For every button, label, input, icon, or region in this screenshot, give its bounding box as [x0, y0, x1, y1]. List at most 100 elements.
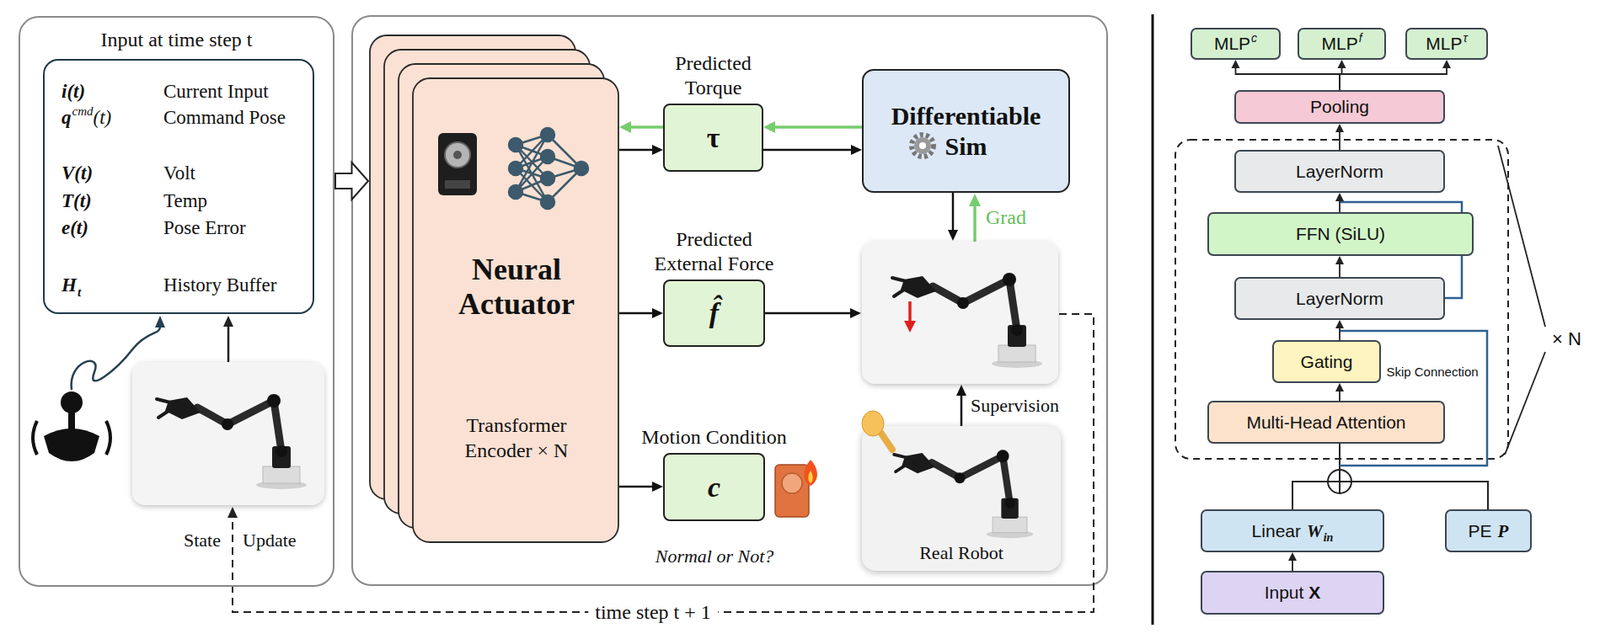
- hot-servo-icon-part: [808, 470, 813, 484]
- hot-servo-icon: [775, 460, 818, 518]
- robot-photo-sim-part: [908, 301, 912, 323]
- heading-holder: Motion Condition: [617, 425, 812, 450]
- math-symbol: q: [61, 107, 72, 129]
- positional-encoding-box: PEP: [1444, 509, 1532, 553]
- subtitle-holder: Transformer Encoder × N: [412, 412, 621, 464]
- servo-icon-part: [444, 142, 471, 168]
- middle-panel: [352, 16, 1108, 586]
- gradient-label: Grad: [985, 206, 1027, 229]
- signal-description: Volt: [163, 162, 196, 184]
- differentiable-sim-box: Differentiable Sim: [861, 69, 1071, 193]
- add-symbol: [1327, 470, 1352, 494]
- heading-holder: Predicted External Force: [647, 227, 782, 277]
- torque-box: Predicted Torqueτ: [663, 103, 764, 172]
- servo-icon-part: [444, 180, 471, 189]
- box-label: Differentiable Sim: [877, 101, 1056, 162]
- arrowhead: [1335, 383, 1344, 392]
- box-label: MLP: [1321, 32, 1358, 54]
- label-holder: × N: [1551, 328, 1582, 351]
- math-symbol: e(t): [61, 217, 89, 239]
- text-holder: c: [707, 470, 721, 505]
- label-holder: Grad: [985, 205, 1027, 231]
- supervision-label: Supervision: [970, 395, 1060, 417]
- label-holder: Supervision: [970, 395, 1060, 418]
- supervision-arrow-part: [956, 385, 967, 396]
- text-holder: MLPf: [1321, 32, 1362, 54]
- connector: [1335, 123, 1344, 150]
- connector-line: [1291, 559, 1294, 572]
- symbol-text: c: [707, 470, 721, 505]
- robot-photo-left-part: [132, 362, 325, 506]
- neural-net-icon: [508, 128, 589, 209]
- repeat-label: × N: [1551, 328, 1582, 350]
- box-label: f: [1359, 31, 1363, 46]
- grad-arrow: [968, 193, 981, 242]
- connector-line: [1338, 130, 1341, 150]
- joystick-icon: [32, 391, 111, 462]
- text-holder: MLPτ: [1425, 32, 1467, 54]
- robot-photo-left-part: [156, 394, 307, 490]
- mlp-head-box: MLPc: [1190, 27, 1281, 60]
- math-symbol: i(t): [61, 80, 86, 102]
- symbol-holder: T(t): [61, 189, 92, 214]
- time-step-label: time step t + 1: [588, 601, 718, 624]
- connector: [1335, 383, 1344, 402]
- connector-line: [763, 149, 854, 152]
- arrowhead: [1337, 59, 1347, 69]
- joystick-icon-part: [60, 391, 83, 414]
- repeat-bracket-part: [1498, 145, 1546, 327]
- gear-icon: [911, 134, 934, 157]
- box-label: W: [1306, 520, 1323, 542]
- attention-box: Multi-Head Attention: [1207, 401, 1445, 445]
- connector: [1339, 59, 1451, 91]
- arrowhead: [619, 121, 632, 134]
- joystick-cable-part: [155, 315, 166, 328]
- signal-description: Temp: [163, 190, 208, 212]
- neural-net-icon-part: [508, 185, 523, 199]
- signal-description-holder: Command Pose: [163, 106, 286, 130]
- photo-caption: Real Robot: [919, 542, 1004, 564]
- signal-description-holder: Temp: [163, 189, 208, 214]
- box-label: c: [1251, 31, 1258, 46]
- state-arrow: [223, 315, 234, 363]
- question-label: Normal or Not?: [655, 545, 775, 568]
- signal-description-holder: Current Input: [163, 80, 269, 104]
- middle-panel-part: [352, 16, 1108, 586]
- motion-condition-box: Motion Conditionc: [663, 453, 766, 522]
- symbol-holder: qcmd(t): [61, 106, 112, 130]
- label-holder: State: [183, 529, 221, 552]
- connector-line: [619, 312, 655, 316]
- connector-line: [1338, 262, 1341, 278]
- label-holder: Skip Connection: [1385, 364, 1479, 380]
- signal-description: Current Input: [163, 80, 269, 102]
- text-holder: τ: [706, 120, 721, 156]
- box-label: Input: [1264, 582, 1305, 604]
- text-holder: InputX: [1264, 582, 1322, 604]
- robot-photo-sim-part: [892, 272, 1043, 369]
- layernorm-box: LayerNorm: [1234, 277, 1445, 321]
- state-arrow-part: [223, 315, 234, 327]
- caption-holder: Real Robot: [861, 542, 1061, 565]
- ffn-box: FFN (SiLU): [1207, 212, 1474, 257]
- supervision-arrow: [956, 385, 967, 427]
- linear-box: LinearWin: [1200, 509, 1385, 553]
- neural-net-icon-part: [540, 128, 555, 142]
- connector-line: [1236, 66, 1341, 91]
- box-label: LayerNorm: [1295, 160, 1384, 182]
- signal-description-holder: Pose Error: [163, 216, 247, 241]
- connector: [619, 144, 664, 156]
- symbol-text: f̂: [709, 296, 719, 332]
- robot-photo-sim-part: [904, 321, 916, 333]
- grad-arrow-part: [968, 193, 981, 207]
- neural-net-icon-part: [540, 171, 555, 186]
- gear-icon-part: [919, 142, 926, 150]
- symbol-holder: Ht: [61, 273, 81, 298]
- feedback-loop-part: [227, 507, 238, 519]
- encoder-block-outline: [1175, 139, 1509, 460]
- text-holder: Gating: [1300, 351, 1354, 373]
- box-label: FFN (SiLU): [1295, 223, 1386, 245]
- add-symbol-part: [1327, 470, 1352, 494]
- robot-photo-sim: [861, 241, 1059, 385]
